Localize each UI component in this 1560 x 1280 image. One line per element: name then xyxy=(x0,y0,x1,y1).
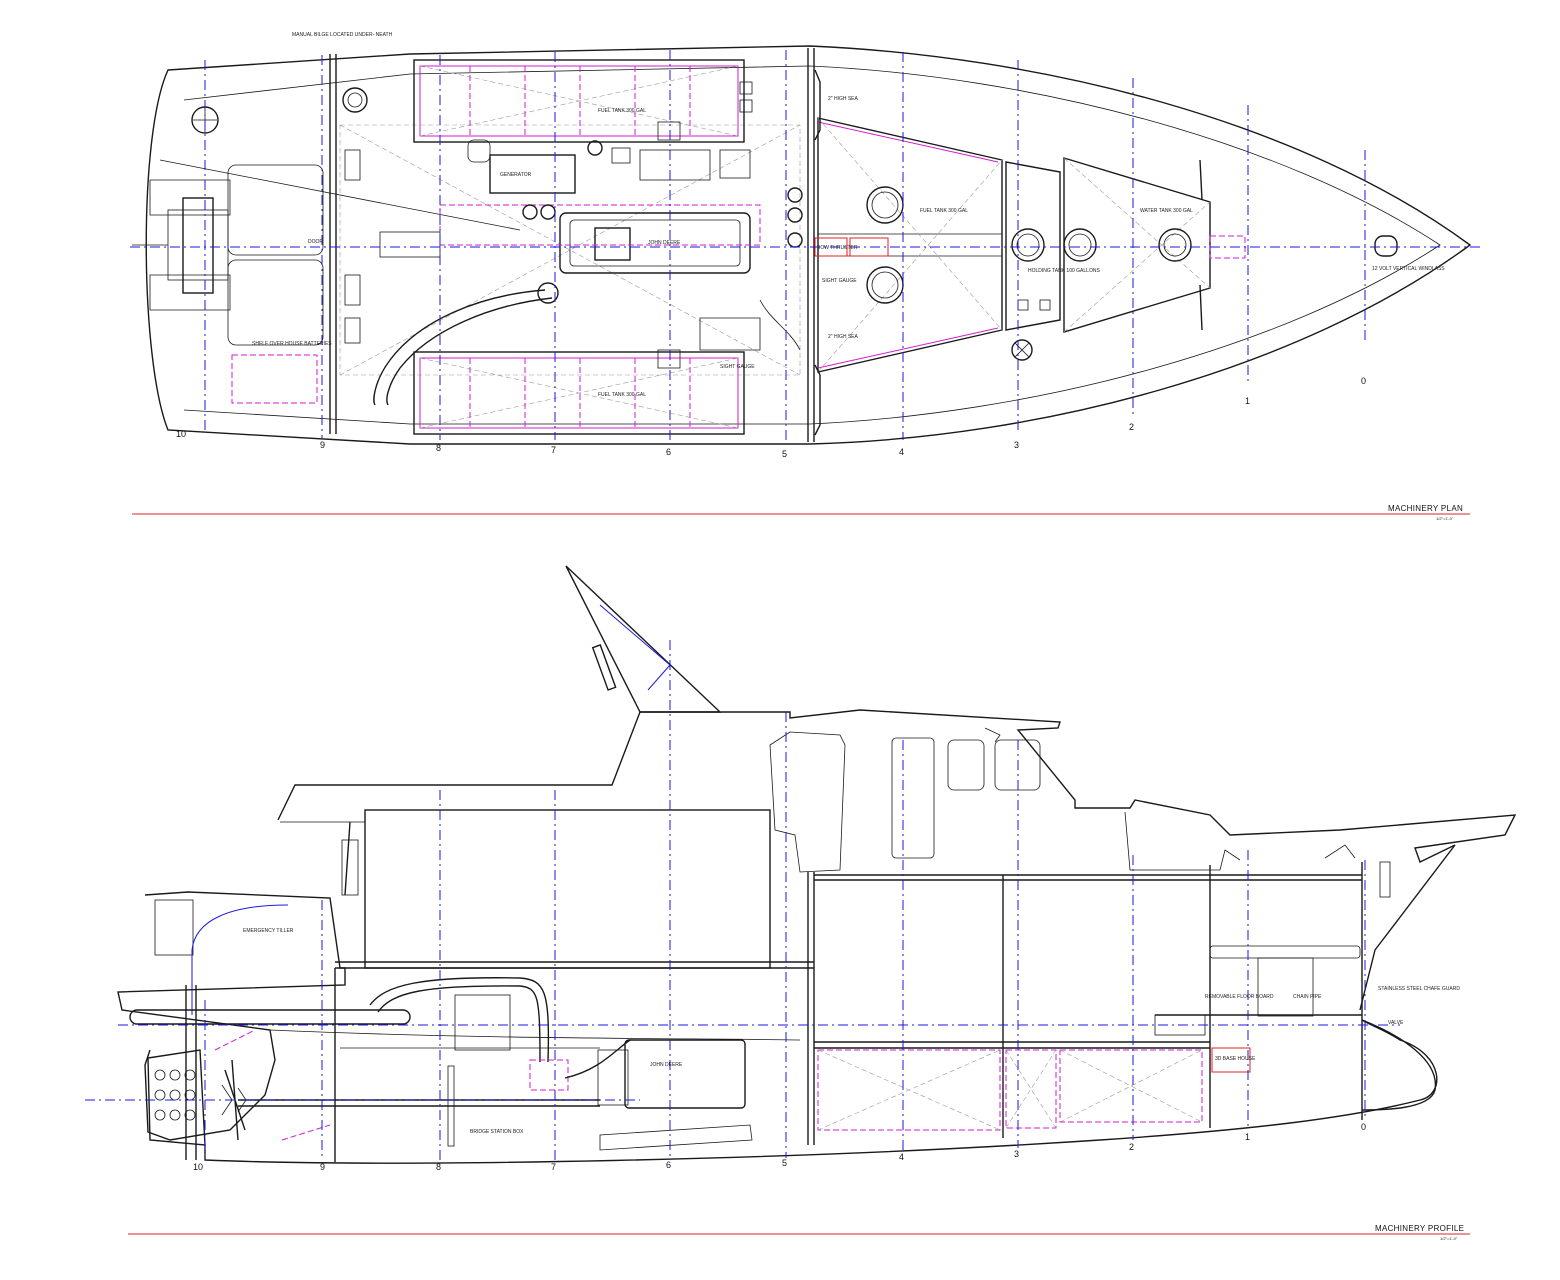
profile-frame-number: 0 xyxy=(1361,1122,1366,1132)
plan-generator xyxy=(489,154,576,194)
profile-frame-numbers: 10 9 8 7 6 5 4 3 2 1 0 xyxy=(193,1122,1366,1172)
plan-frame-number: 4 xyxy=(899,447,904,457)
plan-title-block: MACHINERY PLAN 1/2"=1'-0" xyxy=(132,504,1470,521)
plan-frame-numbers: 10 9 8 7 6 5 4 3 2 1 0 xyxy=(176,376,1366,459)
profile-frame-number: 8 xyxy=(436,1162,441,1172)
profile-bridge-station-label: BRIDGE STATION BOX xyxy=(470,1129,524,1135)
plan-fuel-tank-stbd xyxy=(413,59,745,143)
profile-frame-number: 3 xyxy=(1014,1149,1019,1159)
profile-mast xyxy=(565,565,722,713)
plan-sight-gauge-fwd-label: SIGHT GAUGE xyxy=(822,278,857,284)
profile-labels: EMERGENCY TILLER JOHN DEERE BRIDGE STATI… xyxy=(243,928,1460,1135)
profile-transom xyxy=(117,891,346,1141)
plan-windlass-label: 12 VOLT VERTICAL WINDLASS xyxy=(1372,266,1445,272)
profile-frame-number: 7 xyxy=(551,1162,556,1172)
plan-seacock-label: MANUAL BILGE LOCATED UNDER- NEATH xyxy=(292,32,393,38)
profile-frame-lines xyxy=(85,640,1400,1160)
plan-frame-number: 6 xyxy=(666,447,671,457)
plan-engine xyxy=(559,212,751,274)
profile-superstructure xyxy=(277,709,1517,1011)
plan-frame-number: 0 xyxy=(1361,376,1366,386)
machinery-profile xyxy=(117,565,1517,1164)
plan-water-tank xyxy=(1063,157,1211,333)
profile-frame-number: 2 xyxy=(1129,1142,1134,1152)
plan-water-tank-label: WATER TANK 300 GAL xyxy=(1140,208,1193,214)
profile-frame-number: 1 xyxy=(1245,1132,1250,1142)
plan-holding-tank-label: HOLDING TANK 100 GALLONS xyxy=(1028,268,1100,274)
profile-title-block: MACHINERY PROFILE 1/2"=1'-0" xyxy=(128,1224,1470,1241)
plan-drain-bottom-label: 2" HIGH SEA xyxy=(828,334,859,340)
profile-removable-floor-label: REMOVABLE FLOOR BOARD xyxy=(1205,994,1274,1000)
plan-shelf-label: SHELF OVER HOUSE BATTERIES xyxy=(252,341,332,347)
profile-frame-number: 6 xyxy=(666,1160,671,1170)
profile-engine-label: JOHN DEERE xyxy=(650,1062,683,1068)
profile-pump-room-label: 3D BASE HOUSE xyxy=(1215,1056,1256,1062)
plan-hull-outline xyxy=(145,45,1472,445)
plan-sight-gauge-aft-label: SIGHT GAUGE xyxy=(720,364,755,370)
profile-chain-pipe-label: CHAIN PIPE xyxy=(1293,994,1322,1000)
profile-scale: 1/2"=1'-0" xyxy=(1440,1236,1458,1241)
plan-engine-label: JOHN DEERE xyxy=(648,240,681,246)
plan-fuel-tank-stbd-label: FUEL TANK 300 GAL xyxy=(598,108,646,114)
plan-scale: 1/2"=1'-0" xyxy=(1436,516,1454,521)
plan-bow-thruster-label: BOW THRUSTER xyxy=(817,245,858,251)
machinery-plan xyxy=(130,45,1480,445)
plan-holding-tank xyxy=(1005,161,1061,331)
plan-labels: MANUAL BILGE LOCATED UNDER- NEATH FUEL T… xyxy=(252,32,1445,398)
plan-windlass xyxy=(1374,235,1398,257)
profile-emergency-tiller-label: EMERGENCY TILLER xyxy=(243,928,294,934)
profile-frame-number: 4 xyxy=(899,1152,904,1162)
plan-frame-number: 3 xyxy=(1014,440,1019,450)
profile-hull-bottom xyxy=(204,1019,1438,1164)
plan-frame-number: 7 xyxy=(551,445,556,455)
plan-frame-number: 10 xyxy=(176,429,186,439)
profile-frame-number: 5 xyxy=(782,1158,787,1168)
profile-title: MACHINERY PROFILE xyxy=(1375,1224,1464,1233)
plan-generator-label: GENERATOR xyxy=(500,172,532,178)
plan-drain-top-label: 2" HIGH SEA xyxy=(828,96,859,102)
plan-frame-number: 8 xyxy=(436,443,441,453)
plan-door-label: DOOR xyxy=(308,239,323,245)
plan-title: MACHINERY PLAN xyxy=(1388,504,1463,513)
plan-frame-number: 1 xyxy=(1245,396,1250,406)
plan-fuel-tank-port-label: FUEL TANK 300 GAL xyxy=(598,392,646,398)
profile-frame-number: 9 xyxy=(320,1162,325,1172)
profile-stainless-guard-label: STAINLESS STEEL CHAFE GUARD xyxy=(1378,986,1460,992)
profile-frame-number: 10 xyxy=(193,1162,203,1172)
plan-frame-number: 9 xyxy=(320,440,325,450)
profile-valve-label: VALVE xyxy=(1388,1020,1404,1026)
plan-frame-number: 2 xyxy=(1129,422,1134,432)
plan-frame-number: 5 xyxy=(782,449,787,459)
profile-engine xyxy=(624,1039,746,1109)
plan-fuel-tank-fwd-label: FUEL TANK 300 GAL xyxy=(920,208,968,214)
plan-fuel-tank-port xyxy=(413,351,745,435)
